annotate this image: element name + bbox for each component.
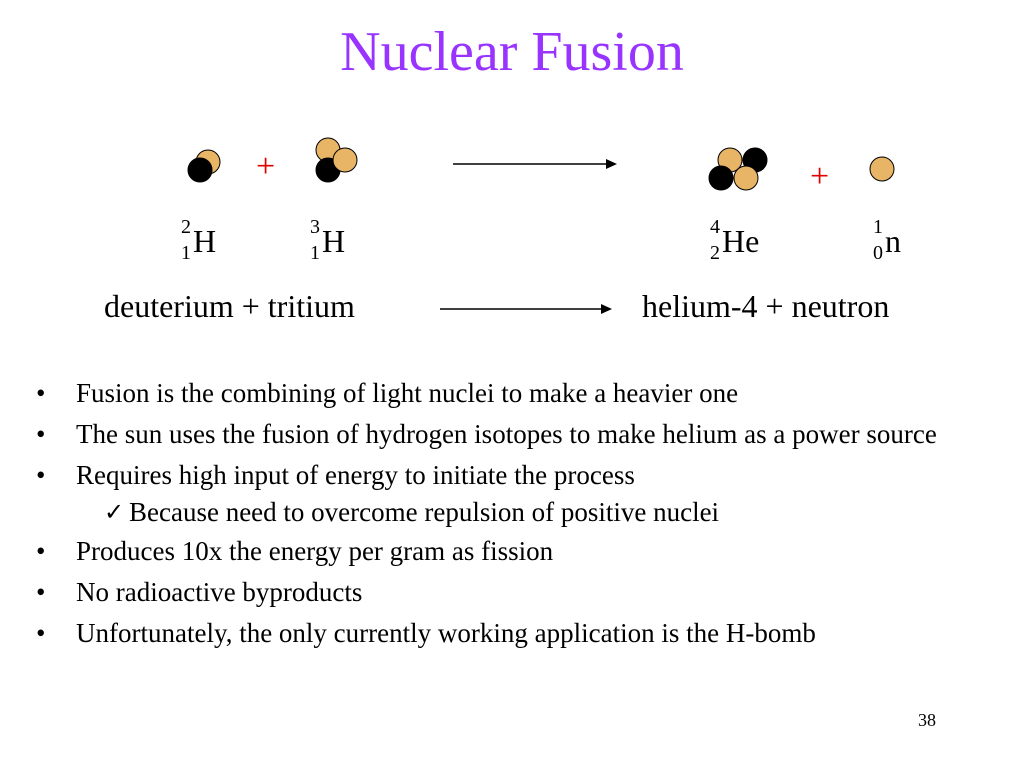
isotope-helium: 4 2 He — [710, 217, 760, 263]
element-symbol: He — [722, 223, 760, 259]
word-equation-products: helium-4 + neutron — [642, 288, 890, 324]
bullet-marker: • — [36, 618, 46, 648]
bullet-item: • Unfortunately, the only currently work… — [36, 618, 986, 649]
plus-sign-right: + — [810, 158, 830, 195]
isotope-deuterium: 2 1 H — [181, 217, 217, 263]
mass-number: 1 — [873, 216, 883, 238]
bullet-text: Requires high input of energy to initiat… — [76, 460, 635, 490]
atomic-number: 0 — [873, 242, 883, 264]
bullet-text: Unfortunately, the only currently workin… — [76, 618, 816, 648]
bullet-list: • Fusion is the combining of light nucle… — [36, 378, 986, 659]
element-symbol: H — [322, 223, 346, 259]
helium-neutron-2 — [708, 165, 734, 191]
bullet-text: The sun uses the fusion of hydrogen isot… — [76, 419, 937, 449]
bullet-text: Produces 10x the energy per gram as fiss… — [76, 536, 554, 566]
bullet-text: Fusion is the combining of light nuclei … — [76, 378, 739, 408]
bullet-item: • The sun uses the fusion of hydrogen is… — [36, 419, 986, 450]
element-symbol: H — [193, 223, 217, 259]
isotope-tritium: 3 1 H — [310, 217, 346, 263]
page-number: 38 — [918, 710, 936, 730]
sub-bullet-text: Because need to overcome repulsion of po… — [129, 497, 720, 527]
isotope-neutron: 1 0 n — [873, 217, 901, 263]
bullet-text: No radioactive byproducts — [76, 577, 363, 607]
nucleus-diagram — [187, 137, 895, 191]
reaction-arrow-words — [440, 304, 612, 314]
bullet-item: • Produces 10x the energy per gram as fi… — [36, 536, 986, 567]
word-equation-reactants: deuterium + tritium — [104, 288, 355, 324]
mass-number: 4 — [710, 216, 720, 238]
checkmark-icon: ✓ — [104, 498, 125, 526]
atomic-number: 1 — [181, 242, 191, 264]
mass-number: 3 — [310, 216, 320, 238]
bullet-marker: • — [36, 378, 46, 408]
sub-bullet-item: ✓ Because need to overcome repulsion of … — [36, 497, 986, 528]
atomic-number: 1 — [310, 242, 320, 264]
element-symbol: n — [885, 223, 901, 259]
slide-title: Nuclear Fusion — [340, 21, 684, 83]
helium-proton-2 — [733, 165, 759, 191]
bullet-marker: • — [36, 419, 46, 449]
reaction-arrow-top — [453, 159, 617, 169]
bullet-marker: • — [36, 460, 46, 490]
tritium-proton-right — [332, 147, 358, 173]
bullet-item: • No radioactive byproducts — [36, 577, 986, 608]
bullet-marker: • — [36, 577, 46, 607]
deuterium-neutron — [187, 157, 213, 183]
plus-sign-left: + — [256, 148, 276, 185]
bullet-item: • Requires high input of energy to initi… — [36, 460, 986, 491]
atomic-number: 2 — [710, 242, 720, 264]
bullet-marker: • — [36, 536, 46, 566]
free-neutron — [869, 156, 895, 182]
bullet-item: • Fusion is the combining of light nucle… — [36, 378, 986, 409]
mass-number: 2 — [181, 216, 191, 238]
